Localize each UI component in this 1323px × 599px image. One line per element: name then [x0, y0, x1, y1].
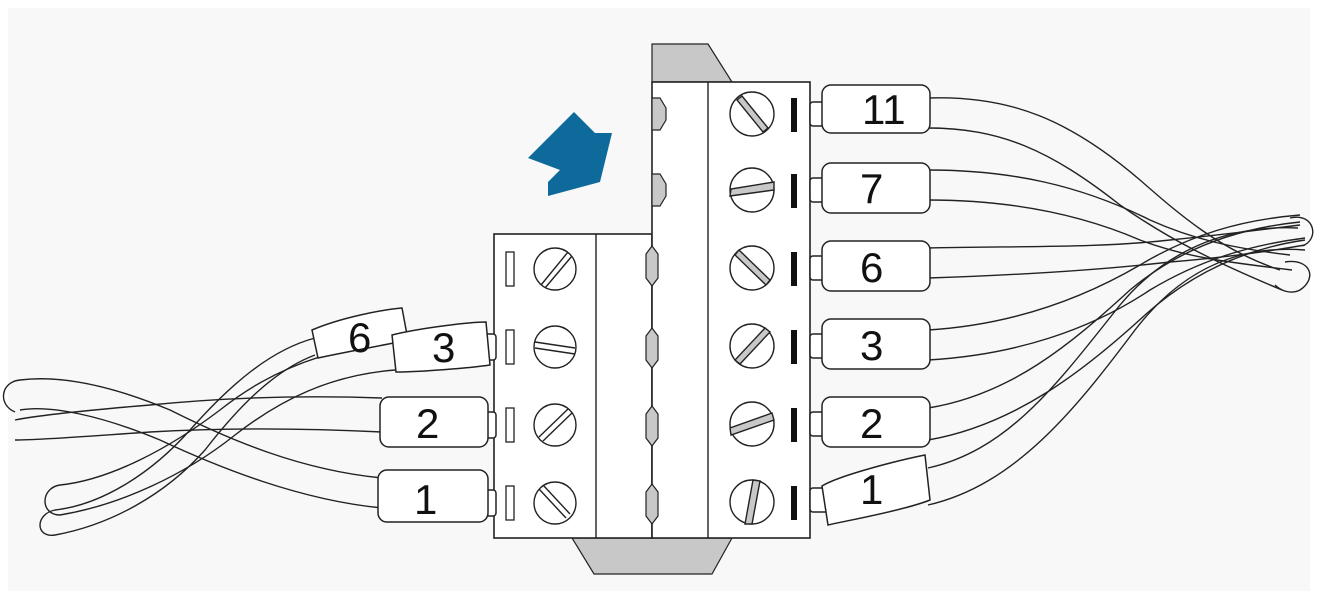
screw-icon [533, 403, 577, 447]
right-tag-label: 2 [860, 400, 883, 447]
left-tag-label: 6 [348, 314, 371, 361]
left-connector-block [493, 233, 653, 539]
latch-tabs [645, 97, 667, 525]
right-wire-loop [1274, 260, 1311, 293]
insert-arrow-icon [528, 112, 612, 196]
screw-icon [729, 401, 775, 447]
right-wire-bundle [927, 97, 1306, 506]
bottom-rail [570, 537, 734, 575]
right-tag-label: 6 [860, 244, 883, 291]
right-tag-label: 3 [860, 322, 883, 369]
right-wire-tags [809, 84, 931, 526]
right-tag-label: 7 [860, 165, 883, 212]
right-screws [729, 91, 775, 525]
screw-icon [533, 481, 577, 525]
left-tag-label: 2 [416, 400, 439, 447]
right-connector-block [651, 81, 811, 539]
left-tag-label: 1 [414, 476, 437, 523]
screw-icon [533, 325, 577, 369]
screw-icon [533, 247, 577, 291]
right-wire-tag-labels: 11 7 6 3 2 1 [860, 86, 906, 513]
screw-icon [729, 167, 775, 213]
left-contacts [505, 251, 515, 521]
screw-icon [729, 91, 775, 137]
left-wire-tag-labels: 6 3 2 1 [348, 314, 455, 523]
right-contact-bars [791, 98, 797, 520]
left-wire-loop [2, 379, 21, 413]
right-tag-label: 1 [860, 466, 883, 513]
right-tag-label: 11 [862, 86, 906, 133]
screw-icon [729, 479, 775, 525]
left-wire-bundle [14, 337, 396, 536]
left-screws [533, 247, 577, 525]
right-wire-loop-2 [1289, 216, 1314, 247]
left-tag-label: 3 [432, 324, 455, 371]
left-wire-tags [311, 307, 497, 523]
left-wire-loop-3 [39, 509, 56, 536]
left-wire-loop-2 [44, 484, 61, 516]
screw-icon [729, 245, 775, 291]
screw-icon [729, 323, 775, 369]
